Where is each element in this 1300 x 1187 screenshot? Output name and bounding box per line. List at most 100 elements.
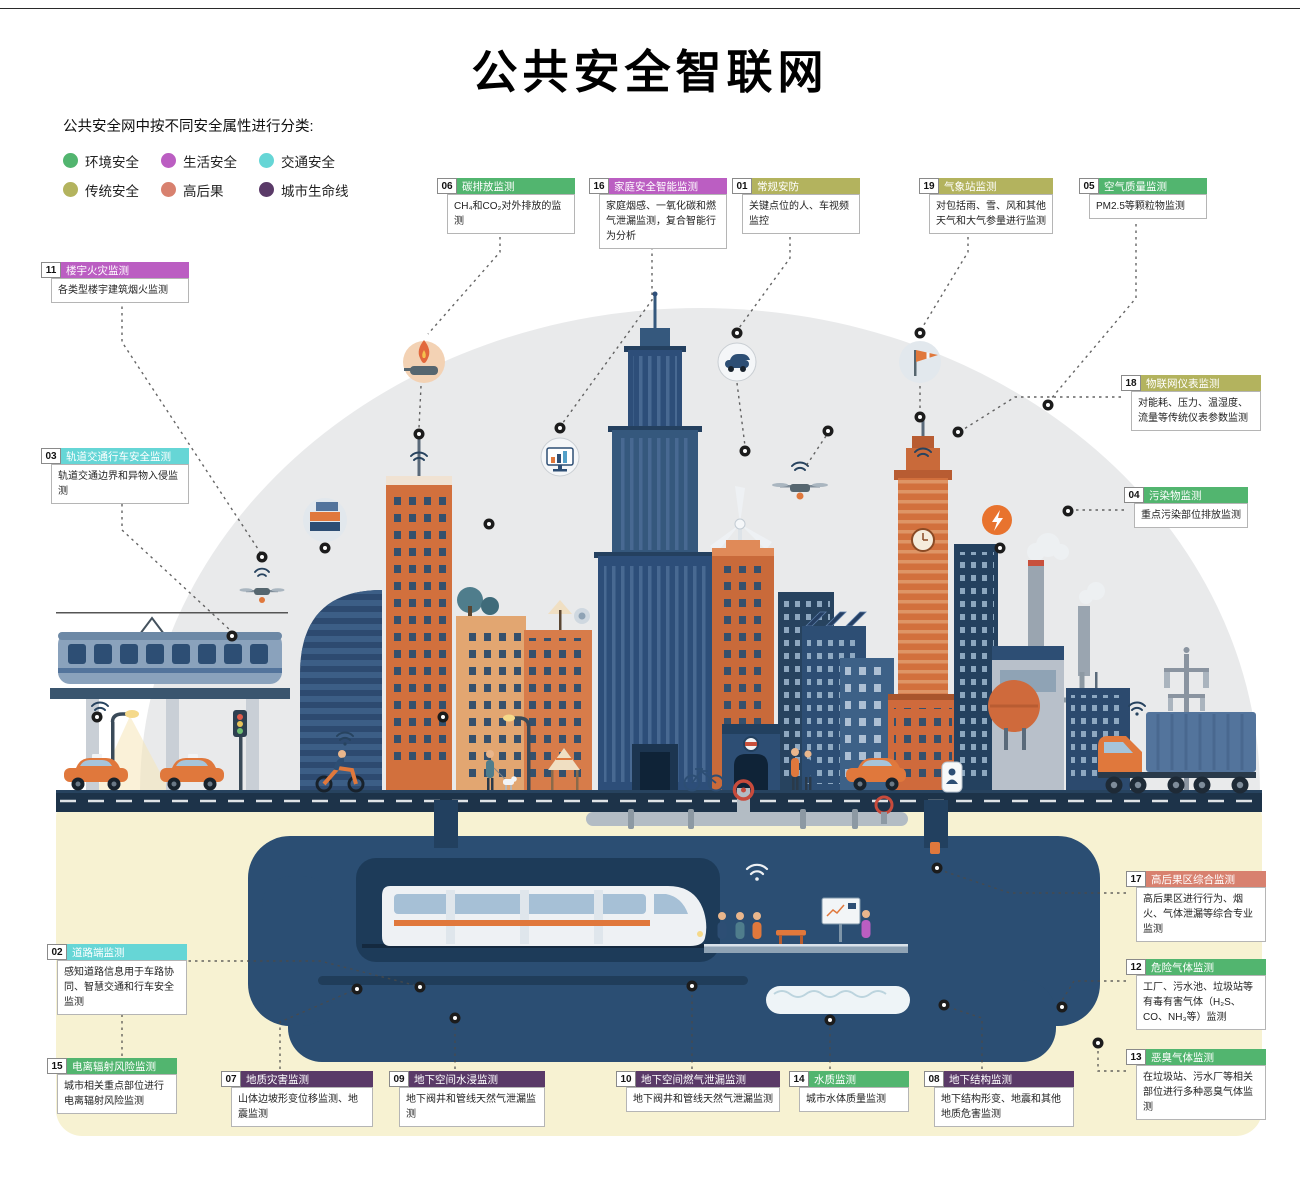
pedestrian [791, 748, 799, 790]
callout-number: 04 [1124, 487, 1144, 503]
callout-number: 10 [616, 1071, 636, 1087]
callout-title: 地下结构监测 [944, 1071, 1074, 1087]
subway-entrance [722, 724, 780, 790]
callout-desc: 高后果区进行行为、烟火、气体泄漏等综合专业监测 [1136, 887, 1266, 942]
callout-title: 空气质量监测 [1099, 178, 1207, 194]
callout-number: 19 [919, 178, 939, 194]
callout-desc: 工厂、污水池、垃圾站等有毒有害气体（H₂S、CO、NH₃等）监测 [1136, 975, 1266, 1030]
callout-title: 地下空间燃气泄漏监测 [636, 1071, 780, 1087]
callout-number: 05 [1079, 178, 1099, 194]
legend-caption: 公共安全网中按不同安全属性进行分类: [63, 119, 314, 135]
drone-icon [239, 567, 285, 603]
legend-dot [161, 153, 176, 168]
phone-kiosk-icon [941, 761, 963, 793]
car [846, 758, 906, 791]
truck [1098, 712, 1256, 794]
legend-dot [259, 182, 274, 197]
lower-pipe [318, 976, 748, 985]
callout-title: 电离辐射风险监测 [67, 1058, 177, 1074]
callout-title: 污染物监测 [1144, 487, 1248, 503]
fire-monitor-icon [403, 340, 445, 383]
callout-desc: 地下阀井和管线天然气泄漏监测 [399, 1087, 545, 1127]
drone-icon [772, 461, 828, 500]
road [56, 790, 1262, 812]
callout-desc: 地下结构形变、地震和其他地质危害监测 [934, 1087, 1074, 1127]
callout-desc: 关键点位的人、车视频监控 [742, 194, 860, 234]
page-title: 公共安全智联网 [471, 46, 829, 98]
callout-desc: 轨道交通边界和异物入侵监测 [51, 464, 189, 504]
connector-lines [121, 224, 1137, 1072]
info-board [821, 897, 861, 942]
callout-title: 碳排放监测 [457, 178, 575, 194]
callout-title: 轨道交通行车安全监测 [61, 448, 189, 464]
callout-number: 03 [41, 448, 61, 464]
traffic-light [233, 710, 247, 790]
pedestrian-with-dog [486, 750, 517, 790]
legend-label: 交通安全 [281, 154, 335, 170]
clock-tower [888, 414, 958, 790]
callout-title: 楼宇火灾监测 [61, 262, 189, 278]
callout-title: 水质监测 [809, 1071, 909, 1087]
callout-desc: 城市水体质量监测 [799, 1087, 909, 1112]
callout-number: 11 [41, 262, 61, 278]
valve-icon [732, 779, 755, 801]
legend-label: 生活安全 [183, 154, 237, 170]
callout-number: 14 [789, 1071, 809, 1087]
legend-dot [63, 153, 78, 168]
industrial-plant [988, 533, 1105, 790]
callout-number: 01 [732, 178, 752, 194]
street-objects [64, 710, 1256, 794]
motorbike [315, 750, 365, 793]
legend-item-traditional: 传统安全 [63, 180, 161, 200]
callout-desc: 家庭烟感、一氧化碳和燃气泄漏监测，复合智能行为分析 [599, 194, 727, 249]
wifi-signal-icon [745, 863, 769, 881]
callout-desc: 地下阀井和管线天然气泄漏监测 [626, 1087, 780, 1112]
legend-label: 高后果 [183, 183, 224, 199]
legend-item-life: 生活安全 [161, 151, 259, 171]
vehicle-camera-icon [717, 342, 757, 382]
callout-number: 18 [1121, 375, 1141, 391]
street-stall [548, 748, 580, 790]
callout-title: 物联网仪表监测 [1141, 375, 1261, 391]
callout-title: 地质灾害监测 [241, 1071, 373, 1087]
power-alert-icon [982, 505, 1012, 535]
underground [248, 779, 1100, 1062]
groundwater-pocket [766, 986, 910, 1014]
buildings [300, 291, 1209, 790]
callout-desc: CH₄和CO₂对外排放的监测 [447, 194, 575, 234]
platform-people [717, 910, 871, 939]
callout-number: 17 [1126, 871, 1146, 887]
callout-number: 16 [589, 178, 609, 194]
callout-number: 09 [389, 1071, 409, 1087]
weather-station-icon [899, 341, 941, 383]
callout-title: 常规安防 [752, 178, 860, 194]
top-divider [0, 8, 1300, 9]
callout-desc: 对包括雨、雪、风和其他天气和大气参量进行监测 [929, 194, 1053, 234]
legend-item-lifeline: 城市生命线 [259, 180, 369, 200]
screen-monitor-icon [540, 437, 580, 477]
legend-label: 传统安全 [85, 183, 139, 199]
callout-number: 06 [437, 178, 457, 194]
callout-title: 危险气体监测 [1146, 959, 1266, 975]
callout-number: 07 [221, 1071, 241, 1087]
callout-title: 地下空间水浸监测 [409, 1071, 545, 1087]
callout-number: 12 [1126, 959, 1146, 975]
